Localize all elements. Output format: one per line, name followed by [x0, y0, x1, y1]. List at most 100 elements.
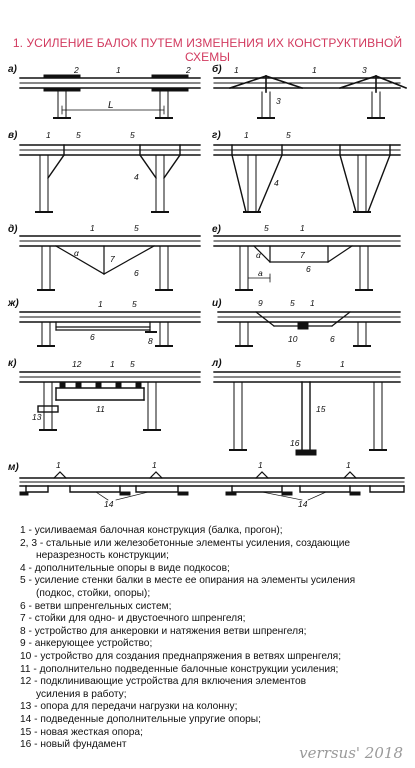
truss-rods: [55, 245, 155, 275]
column-left: [229, 381, 247, 451]
beam: [19, 235, 201, 247]
column-left: [243, 154, 261, 213]
panel-g: г) 1 5 4: [212, 130, 401, 213]
legend-item: 14 - подведенные дополнительные упругие …: [20, 713, 261, 725]
svg-text:и): и): [212, 298, 222, 309]
page-title: 1. УСИЛЕНИЕ БАЛОК ПУТЕМ ИЗМЕНЕНИЯ ИХ КОН…: [12, 36, 403, 64]
svg-text:4: 4: [134, 172, 139, 182]
svg-text:2: 2: [185, 65, 191, 75]
new-foundation: [295, 449, 317, 456]
svg-text:5: 5: [130, 130, 135, 140]
svg-text:в): в): [8, 130, 18, 141]
svg-text:1: 1: [46, 130, 51, 140]
svg-text:к): к): [8, 358, 17, 369]
leader-lines: [95, 491, 327, 501]
column-right: [155, 321, 173, 347]
svg-text:5: 5: [76, 130, 81, 140]
column-bracket: [37, 405, 59, 413]
svg-text:5: 5: [286, 130, 291, 140]
svg-text:5: 5: [130, 359, 135, 369]
panel-d: д) α 1 5 7 6: [8, 223, 201, 291]
panel-letter: а): [8, 64, 18, 75]
svg-text:1: 1: [244, 130, 249, 140]
legend-item: 15 - новая жесткая опора;: [20, 726, 143, 738]
svg-text:1: 1: [340, 359, 345, 369]
beam: [19, 477, 405, 487]
svg-text:6: 6: [134, 268, 139, 278]
panel-b: б) 1 1 3 3: [212, 63, 408, 119]
column-left: [35, 154, 53, 213]
beam: [19, 77, 201, 89]
column-left: [53, 90, 71, 119]
legend-item: 10 - устройство для создания преднапряже…: [20, 650, 342, 662]
legend-item: 11 - дополнительно подведенные балочные …: [20, 663, 339, 675]
beam: [217, 311, 401, 323]
column-left: [37, 321, 55, 347]
truss-right: [338, 74, 408, 93]
top-markers: [53, 471, 357, 479]
column-right: [353, 321, 371, 347]
beam: [213, 235, 401, 247]
svg-text:е): е): [212, 224, 222, 235]
svg-text:6: 6: [306, 264, 311, 274]
svg-text:1: 1: [300, 223, 305, 233]
support-pads: [19, 491, 361, 496]
svg-text:л): л): [211, 358, 222, 369]
legend-item: 4 - дополнительные опоры в виде подкосов…: [20, 562, 230, 574]
svg-text:15: 15: [316, 404, 326, 414]
svg-text:7: 7: [110, 254, 115, 264]
column-left: [235, 321, 253, 347]
legend-item: 1 - усиливаемая балочная конструкция (ба…: [20, 525, 283, 536]
new-column: [301, 381, 311, 451]
panel-a: а) L 1 2 2: [8, 64, 201, 119]
svg-text:5: 5: [296, 359, 301, 369]
svg-text:3: 3: [276, 96, 281, 106]
splice-plate-right: [151, 74, 189, 92]
beam: [19, 311, 201, 323]
column-right: [155, 245, 173, 291]
svg-text:1: 1: [258, 460, 263, 470]
legend: 1 - усиливаемая балочная конструкция (ба…: [20, 525, 410, 752]
column-right: [369, 381, 387, 451]
watermark: verrsus' 2018: [299, 744, 403, 762]
column-right: [367, 91, 385, 119]
column-right: [143, 381, 161, 431]
web-stiffeners: [63, 144, 181, 156]
svg-text:д): д): [8, 224, 18, 235]
svg-text:14: 14: [298, 499, 308, 509]
column-right: [155, 90, 173, 119]
svg-text:13: 13: [32, 412, 42, 422]
column-right: [355, 245, 373, 291]
column-left: [235, 245, 253, 291]
svg-text:м): м): [8, 462, 19, 473]
svg-text:5: 5: [132, 299, 137, 309]
panel-k: к) 12 1 5 13 11: [8, 358, 201, 431]
svg-text:1: 1: [110, 359, 115, 369]
svg-text:5: 5: [264, 223, 269, 233]
beam: [19, 371, 201, 383]
supports: [25, 485, 405, 493]
panel-i: и) 9 5 1 10 6: [212, 298, 401, 347]
svg-text:2: 2: [73, 65, 79, 75]
svg-text:1: 1: [312, 65, 317, 75]
dimension-a: [247, 273, 271, 283]
svg-text:1: 1: [234, 65, 239, 75]
svg-text:3: 3: [362, 65, 367, 75]
panel-m: м) 1 1 1 1 14 14: [8, 460, 405, 509]
tie-rod: [55, 321, 157, 333]
beam: [213, 144, 401, 156]
svg-text:5: 5: [134, 223, 139, 233]
svg-text:ж): ж): [7, 298, 19, 309]
prestress-device: [297, 322, 309, 330]
legend-item: 12 - подклинивающие устройства для включ…: [20, 676, 307, 700]
beam: [213, 371, 401, 383]
panel-e: е) a α 5 1 7 6: [212, 223, 401, 291]
brace-right: [139, 154, 181, 179]
svg-text:1: 1: [346, 460, 351, 470]
legend-item: 6 - ветви шпренгельных систем;: [20, 600, 172, 612]
truss-rods: [253, 245, 353, 263]
svg-text:14: 14: [104, 499, 114, 509]
beam-strengthening-diagram: а) L 1 2 2 б) 1 1 3 3 в): [7, 63, 408, 509]
wedge-devices: [59, 381, 142, 388]
legend-item: 16 - новый фундамент: [20, 739, 127, 751]
